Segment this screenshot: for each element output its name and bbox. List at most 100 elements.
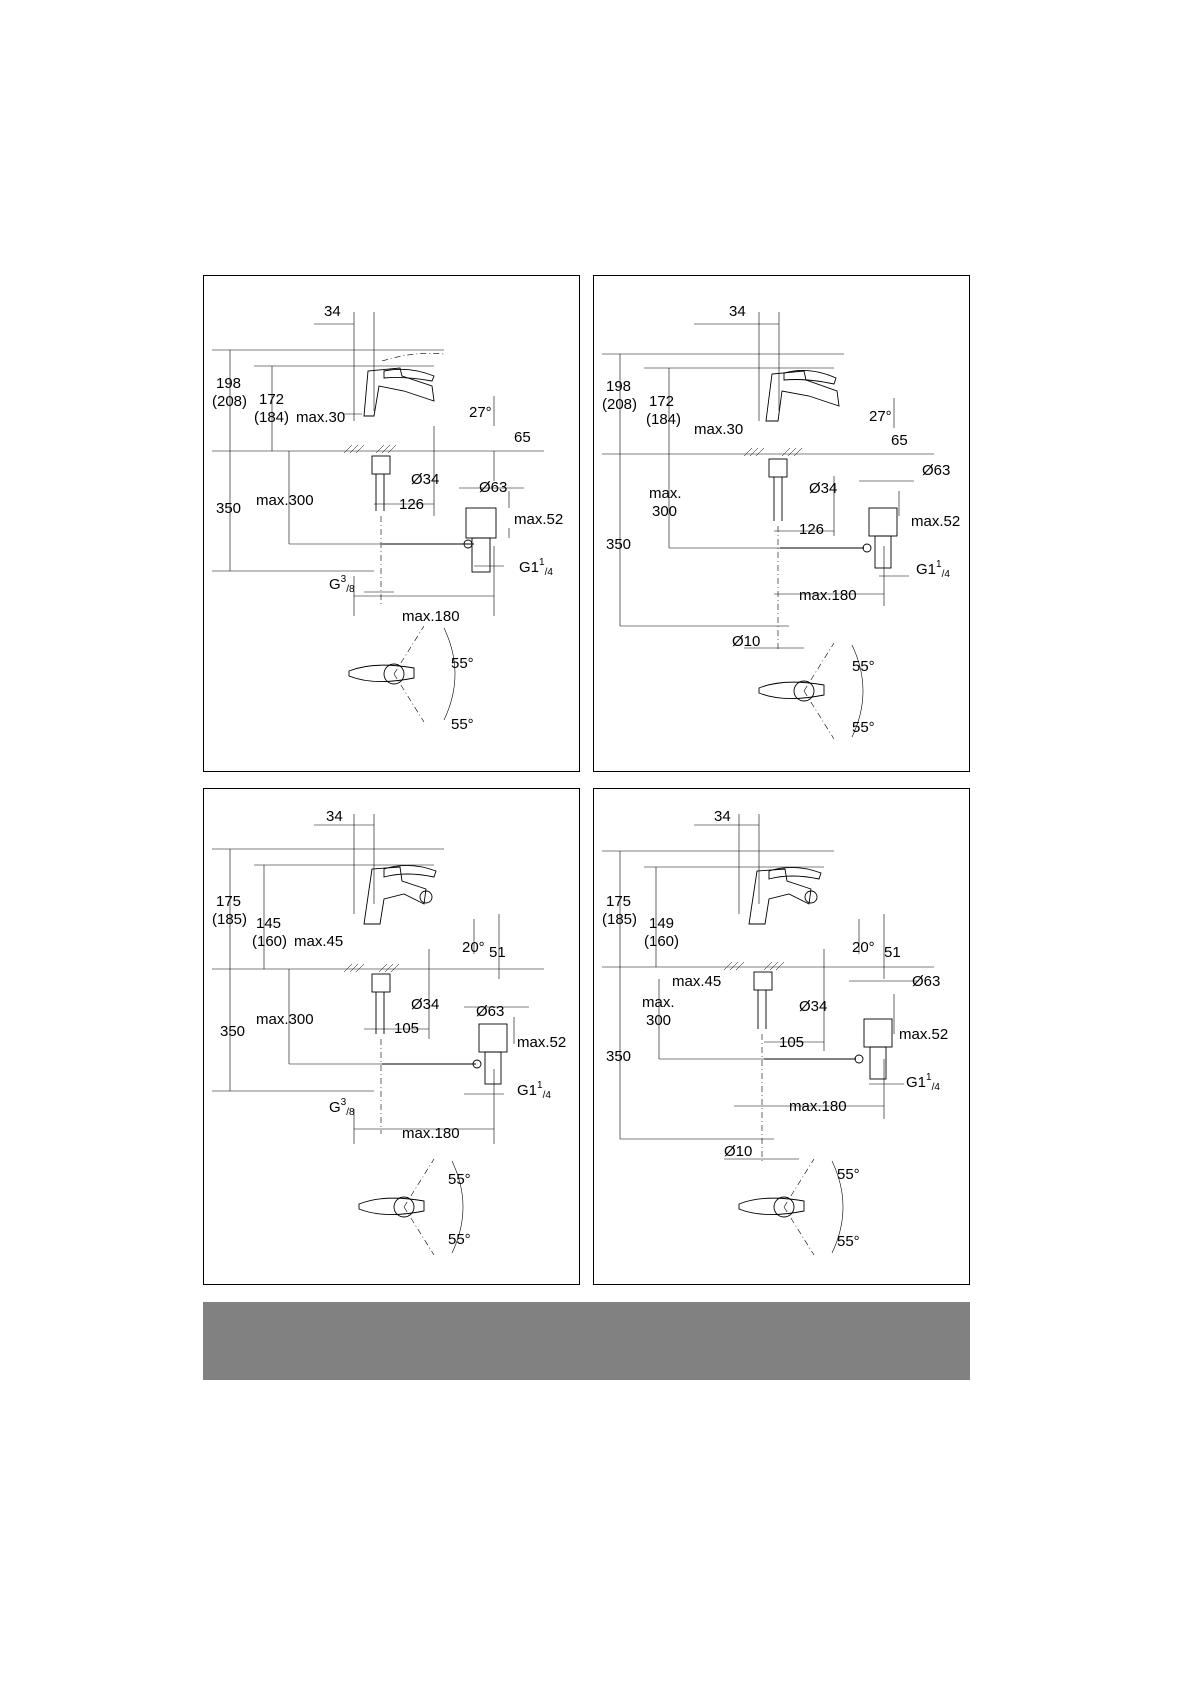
waste-body	[868, 507, 898, 537]
dim-max-180: max.180	[789, 1098, 847, 1115]
dim-10: Ø10	[732, 633, 760, 650]
pop-up-knob	[463, 539, 473, 549]
dim-max-300: max.300	[256, 1011, 314, 1028]
faucet-lever	[768, 867, 822, 880]
technical-drawing: 34 175 (185) 149 (160) max.45 20° 51 Ø34…	[602, 808, 948, 1256]
dim-waste-diameter: Ø63	[476, 1003, 504, 1020]
dim-184: (184)	[254, 409, 289, 426]
rotation-line-up	[393, 625, 425, 675]
faucet-body	[748, 868, 812, 925]
dim-208: (208)	[602, 396, 637, 413]
rotation-line-down	[403, 1206, 435, 1256]
lever-open-position	[381, 353, 445, 362]
waste-tail	[471, 537, 491, 573]
dim-34: 34	[324, 303, 341, 320]
dim-105: 105	[394, 1020, 419, 1037]
technical-drawing: 34 198 (208) 172 (184) max.30 27° 65 Ø34…	[212, 303, 563, 733]
pop-up-knob	[472, 1059, 482, 1069]
dim-175: 175	[606, 893, 631, 910]
handle-pivot	[393, 1196, 415, 1218]
rotation-line-up	[783, 1158, 815, 1208]
dim-105: 105	[779, 1034, 804, 1051]
dim-right-height: 51	[489, 944, 506, 961]
faucet-body	[765, 370, 840, 422]
dim-right-height: 51	[884, 944, 901, 961]
dim-max-180: max.180	[799, 587, 857, 604]
handle-pivot	[793, 680, 815, 702]
waste-tail	[484, 1051, 502, 1085]
dim-angle: 27°	[869, 408, 892, 425]
faucet-lever	[383, 865, 437, 878]
pop-up-knob	[862, 543, 872, 553]
faucet-lever	[783, 369, 837, 385]
technical-drawing: 34 175 (185) 145 (160) max.45 20° 51 Ø34…	[212, 808, 566, 1256]
dim-max-180: max.180	[402, 608, 460, 625]
handle-top-view	[738, 1197, 805, 1216]
dim-198: 198	[606, 378, 631, 395]
dim-300: 300	[646, 1012, 671, 1029]
diagram-panel-bidet-mixer-b: 34 175 (185) 149 (160) max.45 20° 51 Ø34…	[593, 788, 970, 1285]
dim-max: max.	[649, 485, 682, 502]
dim-198: 198	[216, 375, 241, 392]
dim-145: 145	[256, 915, 281, 932]
dim-right-height: 65	[891, 432, 908, 449]
dim-angle-55-bottom: 55°	[451, 716, 474, 733]
dim-208: (208)	[212, 393, 247, 410]
dim-max-300: max.300	[256, 492, 314, 509]
dim-max-52: max.52	[517, 1034, 566, 1051]
dim-34: 34	[326, 808, 343, 825]
rotation-line-down	[783, 1206, 815, 1256]
technical-drawing: 34 198 (208) 172 (184) max.30 27° 65 Ø34…	[602, 303, 960, 740]
rotation-arc	[451, 1160, 464, 1254]
dim-175: 175	[216, 893, 241, 910]
dim-160: (160)	[644, 933, 679, 950]
bidet-nozzle	[804, 890, 818, 904]
mounting-shank	[371, 455, 391, 475]
waste-tail	[874, 535, 892, 569]
dim-max-top: max.30	[694, 421, 743, 438]
dim-g114: G11/4	[906, 1072, 940, 1093]
countertop-hatch	[723, 961, 785, 971]
rotation-line-down	[803, 690, 835, 740]
rotation-arc	[831, 1160, 844, 1254]
dim-34: 34	[729, 303, 746, 320]
dim-angle: 20°	[852, 939, 875, 956]
dim-126: 126	[399, 496, 424, 513]
dim-max-top: max.45	[672, 973, 721, 990]
dim-angle-55-top: 55°	[451, 655, 474, 672]
dim-34: 34	[714, 808, 731, 825]
dim-angle-55-bottom: 55°	[837, 1233, 860, 1250]
dim-185: (185)	[212, 911, 247, 928]
dim-185: (185)	[602, 911, 637, 928]
dim-max-top: max.45	[294, 933, 343, 950]
dim-hose-diameter: Ø34	[799, 998, 827, 1015]
dim-g114: G11/4	[916, 559, 950, 580]
mounting-shank	[753, 971, 773, 991]
faucet-body	[363, 866, 427, 925]
dim-300: 300	[652, 503, 677, 520]
dim-max-52: max.52	[899, 1026, 948, 1043]
handle-top-view	[348, 664, 415, 683]
countertop-hatch	[343, 963, 400, 973]
dim-126: 126	[799, 521, 824, 538]
rotation-arc	[851, 644, 864, 738]
dim-350: 350	[220, 1023, 245, 1040]
dim-angle-55-bottom: 55°	[448, 1231, 471, 1248]
waste-body	[863, 1018, 893, 1048]
dim-waste-diameter: Ø63	[912, 973, 940, 990]
dim-350: 350	[606, 1048, 631, 1065]
mounting-shank	[768, 458, 788, 478]
waste-body	[465, 507, 497, 539]
dim-angle: 27°	[469, 404, 492, 421]
diagram-panel-basin-mixer-a: 34 198 (208) 172 (184) max.30 27° 65 Ø34…	[203, 275, 580, 772]
waste-tail	[869, 1046, 887, 1080]
faucet-body	[363, 367, 435, 417]
dim-max-180: max.180	[402, 1125, 460, 1142]
waste-body	[478, 1023, 508, 1053]
countertop-hatch	[343, 444, 397, 454]
dim-waste-diameter: Ø63	[479, 479, 507, 496]
dim-350: 350	[216, 500, 241, 517]
dim-hose-diameter: Ø34	[411, 996, 439, 1013]
dim-waste-diameter: Ø63	[922, 462, 950, 479]
pop-up-knob	[854, 1054, 864, 1064]
